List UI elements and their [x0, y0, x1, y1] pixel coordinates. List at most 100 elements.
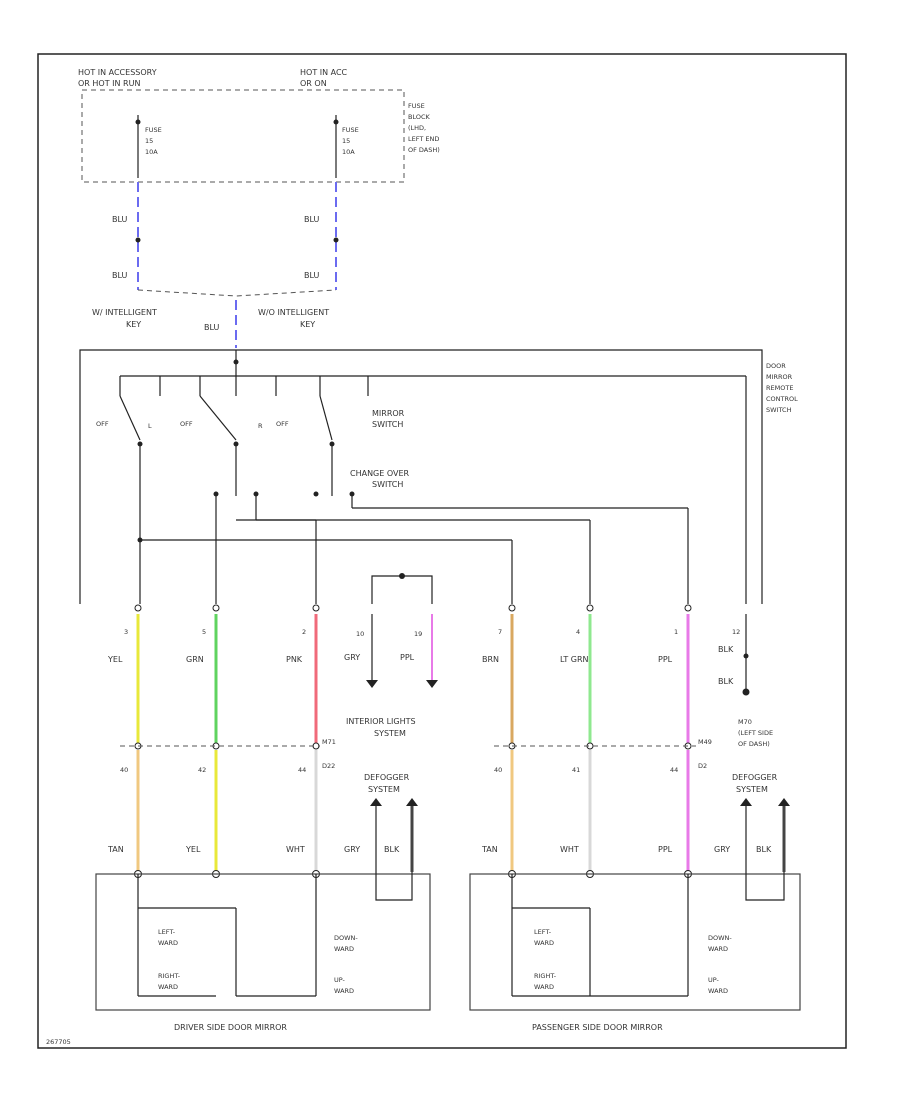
- defogger-passenger: DEFOGGER SYSTEM GRY BLK: [714, 773, 790, 872]
- key-left-1: W/ INTELLIGENT: [92, 308, 157, 317]
- ground: 12 BLK BLK M70 (LEFT SIDE OF DASH): [718, 614, 773, 748]
- right-source-label: HOT IN ACC: [300, 68, 348, 77]
- svg-text:MIRROR: MIRROR: [372, 409, 405, 418]
- wire-color-label: PNK: [286, 655, 303, 664]
- svg-text:OFF: OFF: [180, 420, 193, 428]
- fuse-block-note: FUSE BLOCK (LHD, LEFT END OF DASH): [408, 102, 440, 154]
- driver-mirror-title: DRIVER SIDE DOOR MIRROR: [174, 1023, 287, 1032]
- footer-code: 267705: [46, 1038, 71, 1046]
- key-left-2: KEY: [126, 320, 141, 329]
- pin-number: 40: [120, 766, 128, 774]
- svg-text:SYSTEM: SYSTEM: [374, 729, 406, 738]
- svg-text:WARD: WARD: [534, 939, 554, 947]
- svg-text:CHANGE OVER: CHANGE OVER: [350, 469, 410, 478]
- svg-text:INTERIOR LIGHTS: INTERIOR LIGHTS: [346, 717, 416, 726]
- diagram-frame: [37, 53, 847, 1049]
- svg-text:RIGHT-: RIGHT-: [158, 972, 181, 980]
- svg-text:LEFT END: LEFT END: [408, 135, 439, 143]
- passenger-mirror-box: [469, 873, 801, 1011]
- wire-color-label: YEL: [107, 655, 123, 664]
- right-source-sub: OR ON: [300, 79, 327, 88]
- passenger-defogger-element: [745, 872, 785, 901]
- svg-text:BLU: BLU: [304, 271, 320, 280]
- svg-text:SWITCH: SWITCH: [372, 480, 403, 489]
- pin-number: 44: [298, 766, 306, 774]
- svg-text:15: 15: [342, 137, 350, 145]
- svg-text:WARD: WARD: [708, 945, 728, 953]
- svg-text:(LEFT SIDE: (LEFT SIDE: [738, 729, 773, 737]
- left-fuse: FUSE 15 10A: [135, 115, 162, 178]
- svg-text:FUSE: FUSE: [145, 126, 162, 134]
- pin-number: 7: [498, 628, 502, 636]
- svg-text:M70: M70: [738, 718, 752, 726]
- defogger-driver: DEFOGGER SYSTEM GRY BLK: [344, 773, 418, 872]
- svg-text:SYSTEM: SYSTEM: [368, 785, 400, 794]
- svg-text:DOWN-: DOWN-: [708, 934, 732, 942]
- d2-label: D2: [698, 762, 707, 770]
- svg-text:OFF: OFF: [96, 420, 109, 428]
- key-right-2: KEY: [300, 320, 315, 329]
- svg-text:10A: 10A: [342, 148, 355, 156]
- wire-color-label: GRN: [186, 655, 204, 664]
- pin-number: 41: [572, 766, 580, 774]
- d22-label: D22: [322, 762, 335, 770]
- right-fuse: FUSE 15 10A: [333, 115, 359, 178]
- driver-motor-horizontal: LEFT- WARD RIGHT- WARD: [137, 874, 237, 997]
- connector-pin: [134, 604, 142, 612]
- svg-text:GRY: GRY: [344, 845, 360, 854]
- svg-text:LEFT-: LEFT-: [534, 928, 552, 936]
- svg-text:15: 15: [145, 137, 153, 145]
- key-right-1: W/O INTELLIGENT: [258, 308, 329, 317]
- driver-mirror-box: [95, 873, 431, 1011]
- pin-number: 1: [674, 628, 678, 636]
- blu-wire-left: BLU BLU: [112, 182, 141, 290]
- m71-label: M71: [322, 738, 336, 746]
- svg-text:WARD: WARD: [334, 945, 354, 953]
- svg-text:DEFOGGER: DEFOGGER: [732, 773, 778, 782]
- connector-pin: [586, 604, 594, 612]
- pin-number: 5: [202, 628, 206, 636]
- svg-text:OF DASH): OF DASH): [408, 146, 440, 154]
- left-source-label: HOT IN ACCESSORY: [78, 68, 157, 77]
- pin-number: 42: [198, 766, 206, 774]
- wire-color-label: WHT: [286, 845, 305, 854]
- svg-text:DEFOGGER: DEFOGGER: [364, 773, 410, 782]
- driver-defogger-element: [375, 872, 413, 901]
- svg-text:RIGHT-: RIGHT-: [534, 972, 557, 980]
- pin-number: 3: [124, 628, 128, 636]
- passenger-motor-horizontal: LEFT- WARD RIGHT- WARD: [511, 874, 591, 997]
- connector-pin: [508, 604, 516, 612]
- remote-switch-label: DOOR MIRROR REMOTE CONTROL SWITCH: [766, 362, 798, 414]
- svg-text:BLK: BLK: [718, 645, 734, 654]
- svg-text:10: 10: [356, 630, 364, 638]
- driver-motor-vertical: DOWN- WARD UP- WARD: [236, 874, 358, 997]
- blu-wire-right: BLU BLU: [304, 182, 339, 290]
- svg-text:PPL: PPL: [400, 653, 415, 662]
- svg-text:BLK: BLK: [384, 845, 400, 854]
- svg-text:19: 19: [414, 630, 422, 638]
- svg-text:WARD: WARD: [334, 987, 354, 995]
- wire-color-label: TAN: [481, 845, 498, 854]
- svg-text:LEFT-: LEFT-: [158, 928, 176, 936]
- svg-text:SWITCH: SWITCH: [766, 406, 792, 414]
- svg-text:WARD: WARD: [158, 939, 178, 947]
- svg-text:L: L: [148, 422, 152, 430]
- svg-text:DOOR: DOOR: [766, 362, 786, 370]
- wire-color-label: LT GRN: [560, 655, 589, 664]
- m49-label: M49: [698, 738, 712, 746]
- svg-text:GRY: GRY: [344, 653, 360, 662]
- svg-text:FUSE: FUSE: [342, 126, 359, 134]
- pin-number: 40: [494, 766, 502, 774]
- connector-pin: [312, 604, 320, 612]
- svg-text:WARD: WARD: [708, 987, 728, 995]
- change-over-switch: CHANGE OVER SWITCH: [137, 375, 747, 604]
- svg-text:BLK: BLK: [718, 677, 734, 686]
- svg-text:OF DASH): OF DASH): [738, 740, 770, 748]
- svg-text:WARD: WARD: [534, 983, 554, 991]
- pin-number: 44: [670, 766, 678, 774]
- blu-center-label: BLU: [204, 323, 220, 332]
- svg-text:UP-: UP-: [334, 976, 346, 984]
- left-source-sub: OR HOT IN RUN: [78, 79, 140, 88]
